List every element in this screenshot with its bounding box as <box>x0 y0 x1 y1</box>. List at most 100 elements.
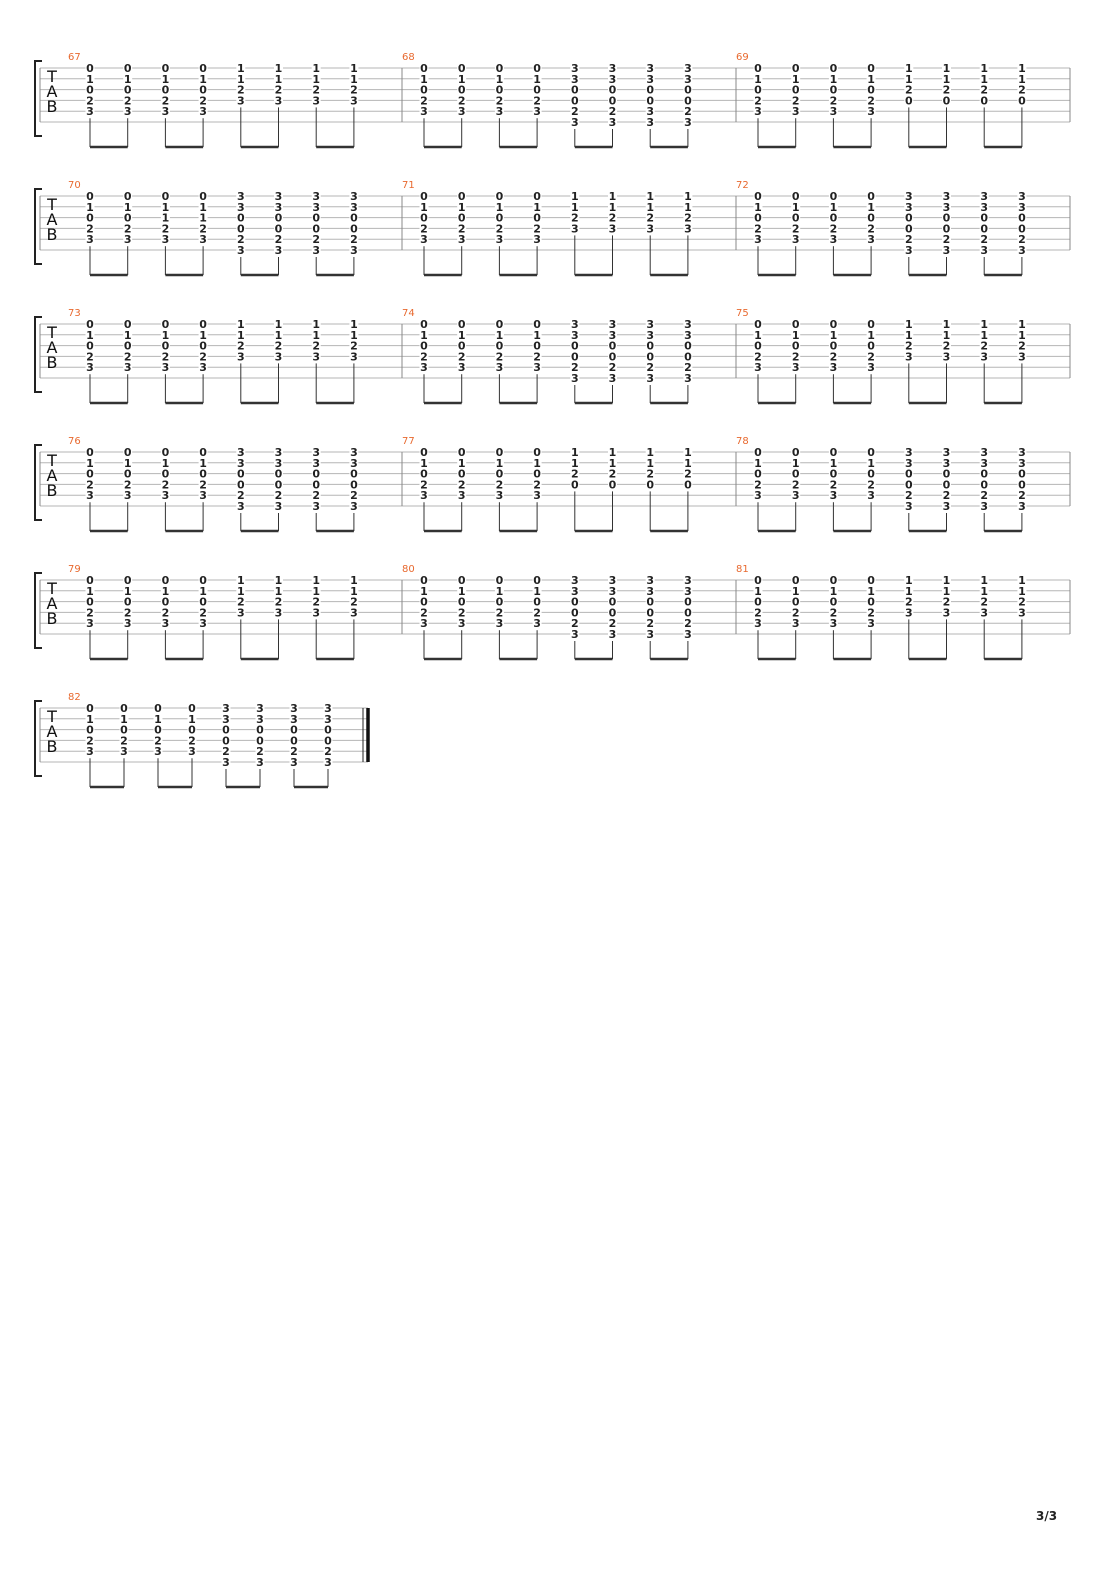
fret-background <box>645 479 655 490</box>
fret-number: 2 <box>830 350 838 363</box>
fret-number: 2 <box>458 222 466 235</box>
fret-number: 2 <box>867 350 875 363</box>
fret-number: 2 <box>222 745 230 758</box>
fret-number: 1 <box>275 62 283 75</box>
fret-background <box>683 373 693 383</box>
fret-number: 0 <box>237 478 245 491</box>
fret-number: 3 <box>646 628 654 641</box>
fret-number: 3 <box>275 457 283 470</box>
fret-background <box>123 607 133 618</box>
fret-number: 1 <box>980 318 988 331</box>
fret-background <box>570 585 580 596</box>
system-bracket <box>34 60 42 137</box>
fret-number: 3 <box>867 105 875 118</box>
tab-clef-letter: T <box>46 323 57 342</box>
fret-number: 3 <box>312 201 320 214</box>
fret-number: 1 <box>275 73 283 86</box>
fret-background <box>289 757 299 767</box>
fret-number: 3 <box>222 713 230 726</box>
fret-number: 3 <box>867 617 875 630</box>
fret-background <box>255 735 265 746</box>
fret-background <box>866 73 876 84</box>
fret-number: 0 <box>792 596 800 609</box>
fret-number: 1 <box>458 73 466 86</box>
fret-background <box>221 735 231 746</box>
fret-number: 0 <box>86 702 94 715</box>
fret-background <box>289 713 299 724</box>
tab-clef-letter: B <box>47 225 58 244</box>
fret-number: 2 <box>1018 340 1026 353</box>
fret-background <box>311 447 321 457</box>
fret-number: 2 <box>646 617 654 630</box>
fret-number: 0 <box>199 446 207 459</box>
fret-background <box>119 703 129 713</box>
fret-background <box>85 201 95 212</box>
fret-number: 1 <box>237 62 245 75</box>
fret-background <box>323 703 333 713</box>
fret-background <box>753 490 763 501</box>
fret-number: 0 <box>458 190 466 203</box>
fret-number: 1 <box>980 329 988 342</box>
fret-number: 0 <box>124 468 132 481</box>
fret-number: 2 <box>867 94 875 107</box>
fret-number: 2 <box>496 94 504 107</box>
fret-number: 0 <box>533 190 541 203</box>
fret-number: 0 <box>533 84 541 97</box>
fret-number: 2 <box>312 340 320 353</box>
fret-number: 0 <box>86 340 94 353</box>
fret-background <box>645 191 655 201</box>
fret-number: 0 <box>124 62 132 75</box>
fret-background <box>570 212 580 223</box>
fret-background <box>791 607 801 618</box>
fret-number: 2 <box>571 617 579 630</box>
fret-number: 0 <box>496 468 504 481</box>
fret-background <box>494 201 504 212</box>
fret-background <box>791 585 801 596</box>
fret-number: 1 <box>943 585 951 598</box>
fret-background <box>828 95 838 106</box>
fret-background <box>753 234 763 245</box>
fret-number: 3 <box>1018 190 1026 203</box>
fret-background <box>828 201 838 212</box>
fret-number: 0 <box>943 478 951 491</box>
fret-background <box>753 585 763 596</box>
fret-number: 1 <box>754 457 762 470</box>
fret-number: 2 <box>905 233 913 246</box>
fret-number: 1 <box>312 318 320 331</box>
fret-background <box>532 575 542 585</box>
fret-background <box>645 457 655 468</box>
fret-number: 2 <box>420 222 428 235</box>
fret-background <box>1017 191 1027 201</box>
fret-background <box>942 340 951 351</box>
fret-background <box>866 479 876 490</box>
fret-background <box>608 629 617 639</box>
fret-number: 3 <box>754 617 762 630</box>
fret-background <box>85 713 95 724</box>
fret-background <box>160 84 170 95</box>
fret-number: 0 <box>162 318 170 331</box>
fret-background <box>198 607 208 618</box>
fret-background <box>1017 63 1027 73</box>
fret-number: 0 <box>867 190 875 203</box>
measure-number: 82 <box>68 692 81 703</box>
fret-number: 2 <box>124 222 132 235</box>
fret-number: 2 <box>754 606 762 619</box>
fret-background <box>791 84 801 95</box>
fret-number: 0 <box>754 340 762 353</box>
fret-background <box>123 191 133 201</box>
fret-number: 0 <box>905 212 913 225</box>
fret-number: 1 <box>312 585 320 598</box>
measure-number: 70 <box>68 180 81 191</box>
fret-background <box>123 106 133 117</box>
fret-background <box>274 596 283 607</box>
fret-number: 0 <box>420 574 428 587</box>
fret-number: 3 <box>162 489 170 502</box>
fret-number: 3 <box>980 446 988 459</box>
fret-background <box>942 351 951 362</box>
fret-background <box>419 490 429 501</box>
fret-background <box>608 618 617 629</box>
fret-number: 1 <box>162 73 170 86</box>
fret-background <box>153 703 163 713</box>
fret-background <box>198 201 208 212</box>
fret-background <box>494 575 504 585</box>
